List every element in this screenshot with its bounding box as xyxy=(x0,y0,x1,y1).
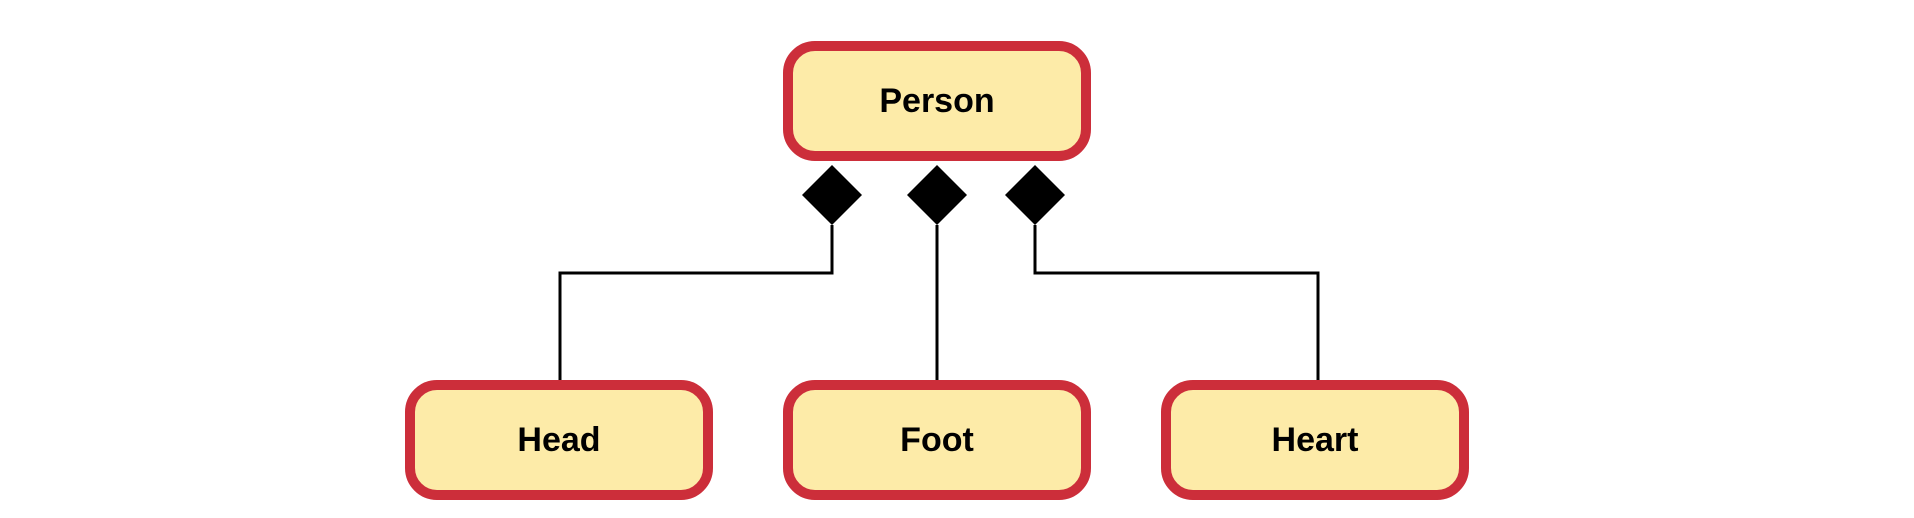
connectors xyxy=(558,225,1320,385)
composition-diamonds xyxy=(802,165,1065,225)
connector-person-heart xyxy=(1033,225,1320,385)
class-node-person[interactable]: Person xyxy=(783,41,1091,161)
connector-person-head xyxy=(558,225,834,385)
composition-diamond-head xyxy=(802,165,862,225)
class-node-foot[interactable]: Foot xyxy=(783,380,1091,500)
class-node-heart[interactable]: Heart xyxy=(1161,380,1469,500)
class-node-label: Head xyxy=(517,420,601,459)
composition-diamond-heart xyxy=(1005,165,1065,225)
class-node-label: Foot xyxy=(900,420,974,459)
class-node-head[interactable]: Head xyxy=(405,380,713,500)
class-node-label: Person xyxy=(879,81,995,120)
composition-diamond-foot xyxy=(907,165,967,225)
class-node-label: Heart xyxy=(1271,420,1359,459)
